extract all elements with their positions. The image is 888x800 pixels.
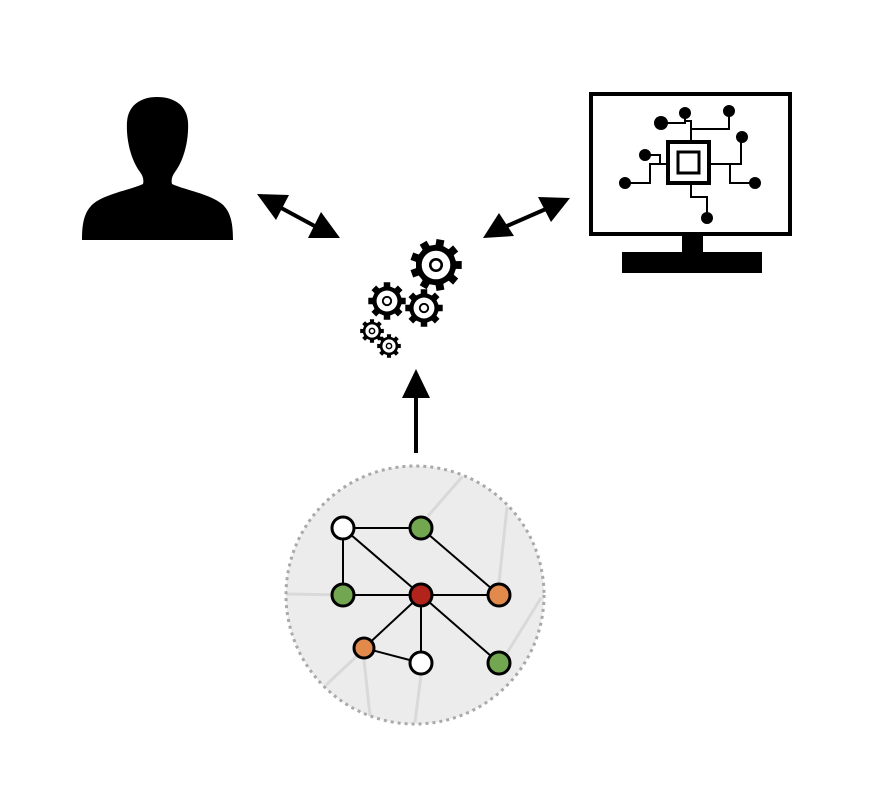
graph-node-green — [486, 650, 512, 676]
bidirectional-arrow-computer-engine — [483, 197, 570, 238]
faint-background-edges — [285, 476, 543, 723]
monitor-base — [622, 252, 762, 273]
graph-network-icon — [284, 464, 546, 726]
graph-node-red — [408, 582, 434, 608]
circuit-pads — [619, 105, 761, 224]
directed-arrow-graph-engine — [402, 369, 430, 453]
graph-edge — [420, 594, 500, 664]
monitor-neck — [682, 234, 703, 254]
gear-icon — [405, 289, 443, 327]
graph-nodes — [330, 515, 512, 676]
arrowhead-up — [402, 369, 430, 398]
arrowhead-computer — [538, 197, 570, 222]
gear-icon — [377, 334, 401, 358]
graph-node-white — [408, 650, 434, 676]
arrowhead-engine-left — [308, 212, 340, 238]
graph-node-green — [330, 582, 356, 608]
chip-icon — [666, 140, 711, 185]
graph-edge — [342, 527, 422, 596]
person-silhouette-icon — [82, 97, 233, 240]
graph-edge — [363, 594, 422, 649]
graph-node-orange — [352, 636, 376, 660]
bidirectional-arrow-user-engine — [257, 194, 340, 238]
monitor-circuit-icon — [589, 92, 792, 273]
arrowhead-engine-right — [483, 213, 514, 238]
gears-icon — [360, 239, 462, 358]
arrowhead-user — [257, 194, 289, 220]
graph-node-green — [408, 515, 434, 541]
graph-node-orange — [486, 582, 512, 608]
graph-node-white — [330, 515, 356, 541]
gear-icon — [368, 282, 406, 320]
gear-icon — [410, 239, 462, 291]
graph-border — [284, 464, 546, 726]
graph-edge — [420, 527, 500, 596]
gear-icon — [360, 319, 384, 343]
